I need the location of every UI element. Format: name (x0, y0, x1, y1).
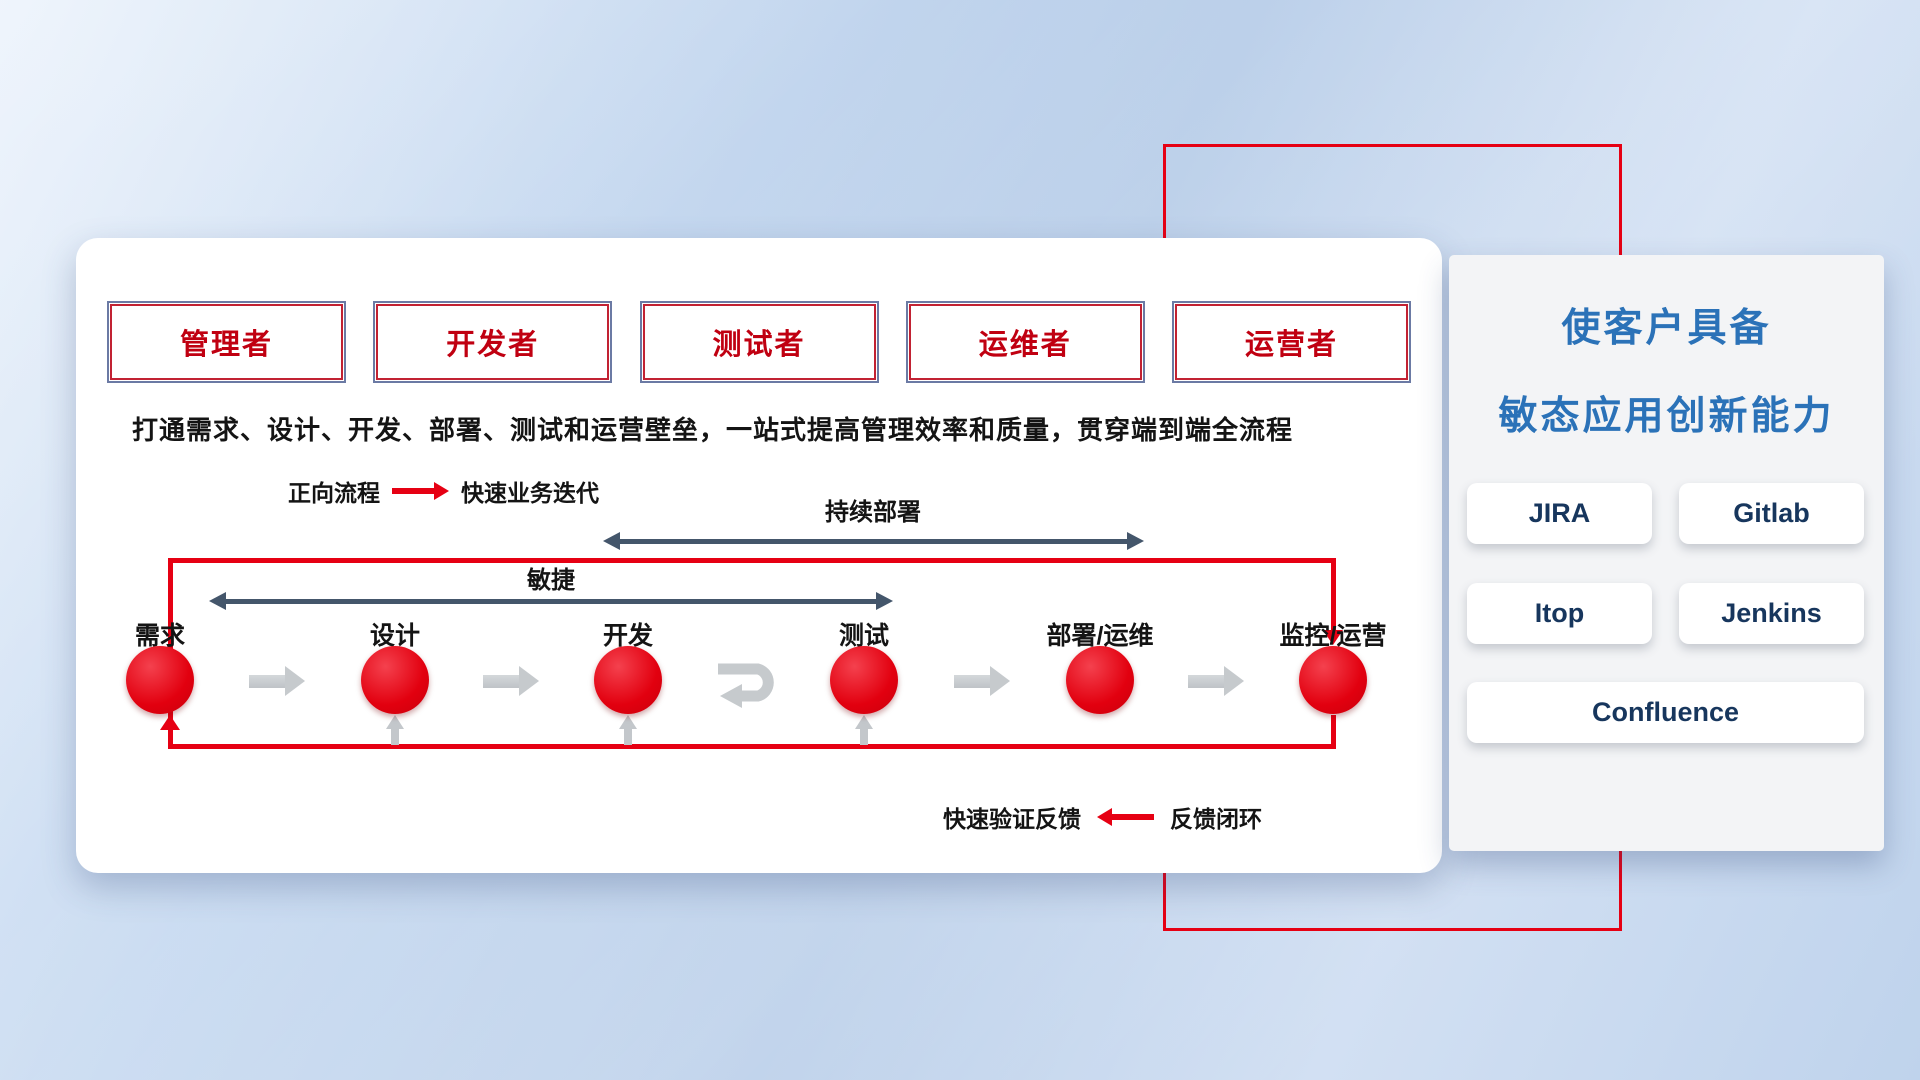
agile-span-arrow-icon (209, 592, 893, 610)
legend-forward-flow: 正向流程 快速业务迭代 (288, 474, 599, 508)
stage-node-requirements (126, 646, 194, 714)
role-box-tester: 测试者 (639, 301, 879, 383)
role-label-tester: 测试者 (712, 329, 806, 361)
feedback-up-arrow-test-icon (855, 715, 873, 729)
flow-arrow-3-icon (954, 666, 1010, 696)
feedback-up-arrow-dev-icon (619, 715, 637, 729)
role-label-operator: 运营者 (1244, 329, 1338, 361)
tool-box-jira: JIRA (1467, 483, 1652, 544)
role-box-developer: 开发者 (373, 301, 613, 383)
devops-workflow-panel: 管理者 开发者 测试者 运维者 运营者 打通需求、设计、开发、部署、测试和运营壁… (76, 238, 1442, 873)
stage-label-design: 设计 (369, 622, 421, 650)
agile-label: 敏捷 (527, 567, 575, 594)
feedback-loop-bottom-line (168, 744, 1336, 749)
feedback-up-bar-dev (624, 728, 632, 745)
stage-label-development: 开发 (602, 622, 654, 650)
roles-row: 管理者 开发者 测试者 运维者 运营者 (107, 301, 1411, 383)
feedback-loop-right-connector (1331, 715, 1336, 746)
feedback-up-bar-test (860, 728, 868, 745)
stage-label-monitor-operate: 监控/运营 (1279, 622, 1387, 650)
forward-loop-right-line (1331, 558, 1336, 632)
stage-label-deploy-ops: 部署/运维 (1046, 622, 1154, 650)
stage-label-requirements: 需求 (134, 622, 186, 650)
iteration-loop-icon (706, 654, 786, 715)
feedback-label: 快速验证反馈 (943, 806, 1081, 832)
capability-panel: 使客户具备 敏态应用创新能力 JIRA Gitlab Itop Jenkins … (1449, 255, 1884, 851)
flow-arrow-4-icon (1188, 666, 1244, 696)
capability-title-line2: 敏态应用创新能力 (1498, 395, 1835, 438)
role-box-manager: 管理者 (107, 301, 346, 383)
forward-loop-top-line (168, 558, 1336, 563)
workflow-description: 打通需求、设计、开发、部署、测试和运营壁垒，一站式提高管理效率和质量，贯穿端到端… (132, 415, 1294, 445)
role-box-operator: 运营者 (1172, 301, 1411, 383)
stage-node-testing (830, 646, 898, 714)
role-label-manager: 管理者 (179, 329, 273, 361)
flow-arrow-2-icon (483, 666, 539, 696)
stage-node-design (361, 646, 429, 714)
continuous-deployment-span-arrow-icon (603, 532, 1144, 550)
role-label-developer: 开发者 (446, 329, 540, 361)
tool-box-itop: Itop (1467, 583, 1652, 644)
stage-label-testing: 测试 (838, 622, 890, 650)
role-box-ops: 运维者 (905, 301, 1145, 383)
stage-node-development (594, 646, 662, 714)
feedback-up-bar-design (391, 728, 399, 745)
stage-node-deploy-ops (1066, 646, 1134, 714)
forward-flow-label: 正向流程 (288, 480, 380, 506)
feedback-loop-arrowhead-icon (160, 715, 180, 730)
legend-feedback-loop: 快速验证反馈 反馈闭环 (943, 800, 1262, 834)
feedback-arrow-icon (1097, 808, 1154, 826)
capability-title-line1: 使客户具备 (1561, 307, 1772, 350)
tool-box-gitlab: Gitlab (1679, 483, 1864, 544)
flow-arrow-1-icon (249, 666, 305, 696)
tool-box-confluence: Confluence (1467, 682, 1864, 743)
continuous-deployment-label: 持续部署 (825, 499, 921, 526)
feedback-value: 反馈闭环 (1170, 806, 1262, 832)
role-label-ops: 运维者 (978, 329, 1072, 361)
forward-flow-value: 快速业务迭代 (461, 480, 599, 506)
forward-flow-arrow-icon (392, 482, 449, 500)
tool-box-jenkins: Jenkins (1679, 583, 1864, 644)
feedback-up-arrow-design-icon (386, 715, 404, 729)
forward-loop-arrowhead-icon (1323, 630, 1343, 645)
stage-node-monitor-operate (1299, 646, 1367, 714)
